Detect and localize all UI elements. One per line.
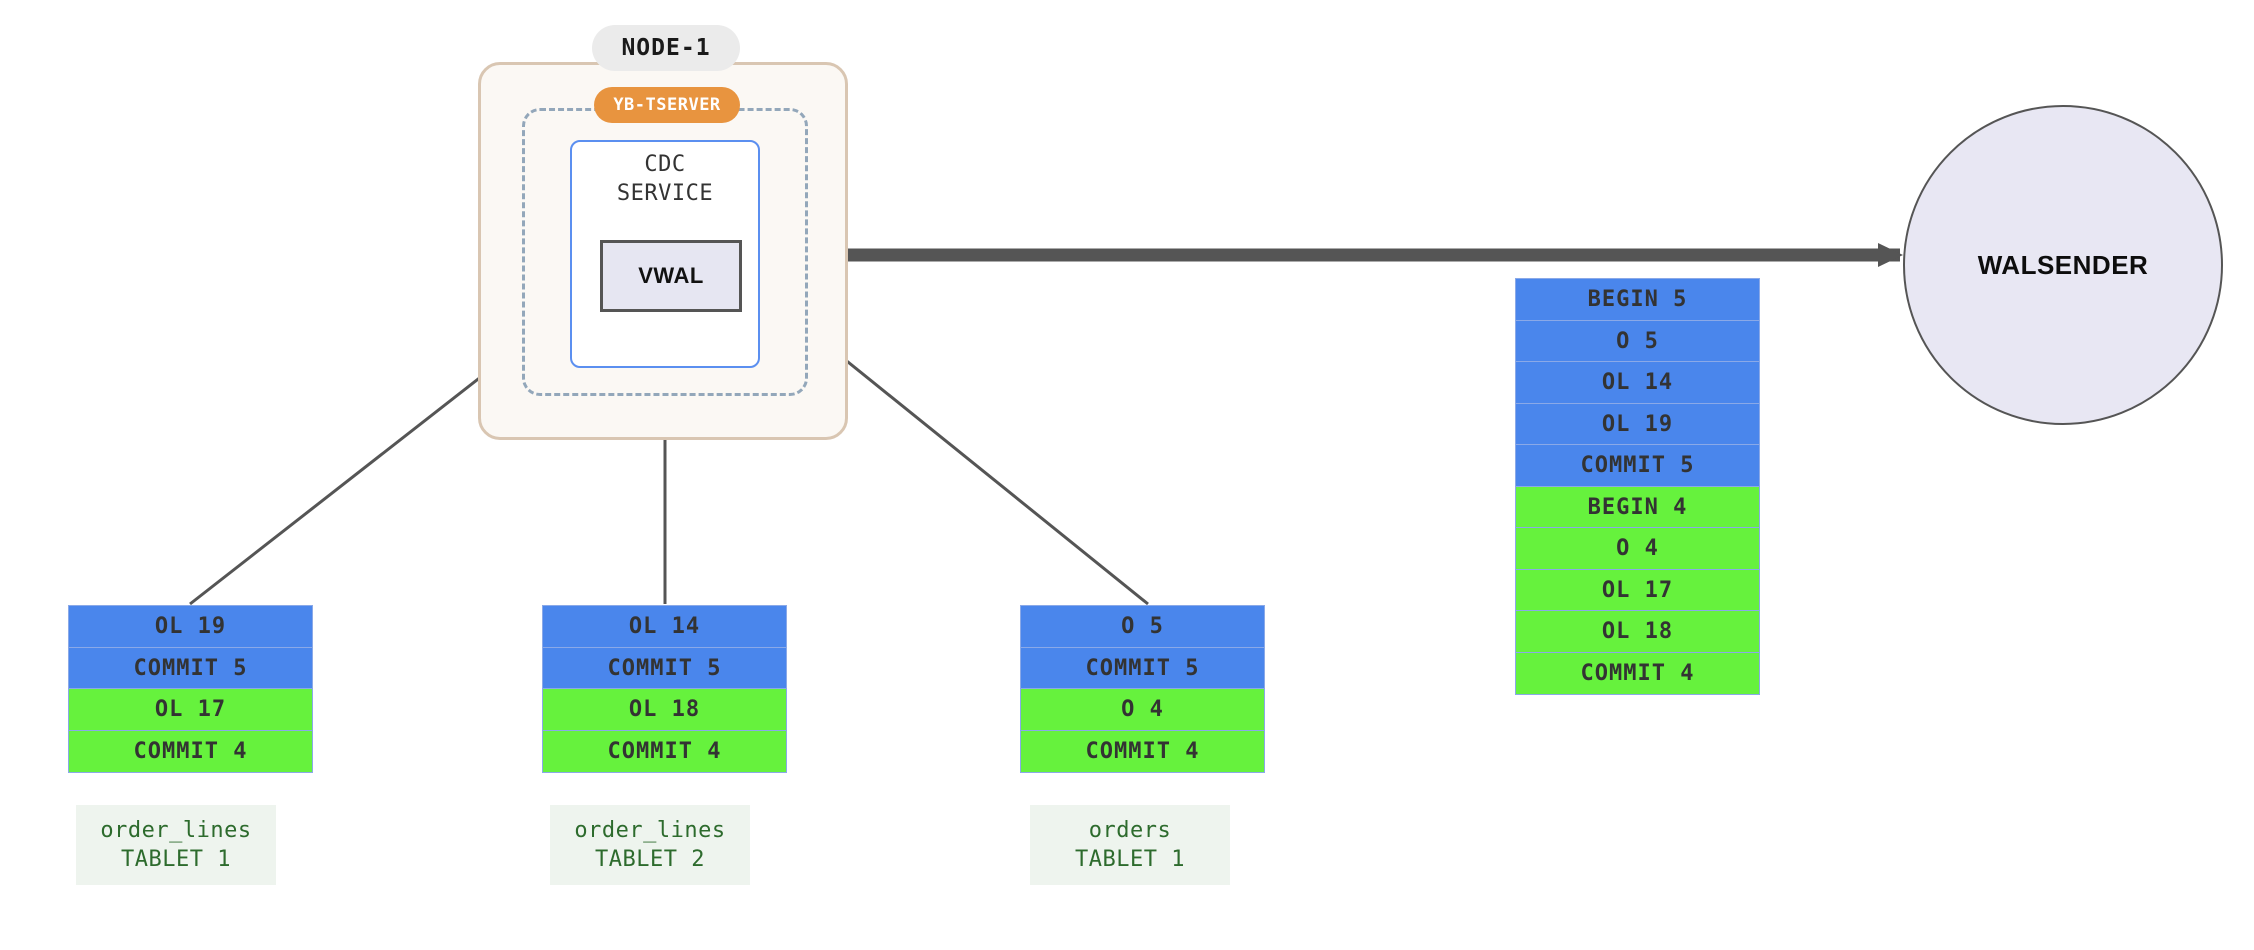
tablet-record-row: O 4 bbox=[1020, 688, 1265, 731]
record-label: COMMIT 5 bbox=[607, 655, 722, 681]
output-stream-stack: BEGIN 5 O 5 OL 14 OL 19 COMMIT 5 BEGIN 4 O 4 OL… bbox=[1515, 278, 1760, 695]
record-label: OL 19 bbox=[154, 614, 227, 639]
output-record-row: OL 19 bbox=[1515, 402, 1760, 446]
cdc-service-label: CDC SERVICE bbox=[616, 152, 714, 206]
record-label: OL 14 bbox=[628, 614, 701, 639]
tablet-index-name: TABLET 2 bbox=[595, 847, 705, 872]
tablet-record-row: OL 18 bbox=[542, 688, 787, 731]
output-record-row: O 4 bbox=[1515, 527, 1760, 570]
output-record-row: OL 14 bbox=[1515, 361, 1760, 404]
walsender-node[interactable]: WALSENDER bbox=[1903, 105, 2223, 425]
record-label: COMMIT 4 bbox=[133, 738, 248, 764]
tablet-label: orders TABLET 1 bbox=[1030, 805, 1230, 885]
record-label: O 5 bbox=[1121, 614, 1164, 639]
tablet-index-name: TABLET 1 bbox=[121, 847, 231, 872]
tablet-record-row: COMMIT 5 bbox=[1020, 646, 1265, 690]
tablet-record-row: COMMIT 4 bbox=[542, 729, 787, 773]
output-record-row: O 5 bbox=[1515, 319, 1760, 363]
tablet-label: order_lines TABLET 2 bbox=[550, 805, 750, 885]
record-label: COMMIT 5 bbox=[133, 655, 248, 681]
output-record-row: OL 18 bbox=[1515, 610, 1760, 653]
tserver-badge-label: YB-TSERVER bbox=[613, 95, 721, 115]
output-record-row: COMMIT 5 bbox=[1515, 444, 1760, 487]
output-record-row: BEGIN 4 bbox=[1515, 485, 1760, 529]
node-title-pill: NODE-1 bbox=[592, 25, 740, 71]
record-label: OL 17 bbox=[154, 697, 227, 722]
record-label: COMMIT 5 bbox=[1580, 453, 1695, 478]
vwal-box[interactable]: VWAL bbox=[600, 240, 742, 312]
tablet-table-name: order_lines bbox=[100, 818, 252, 843]
tablet-record-stack: OL 19 COMMIT 5 OL 17 COMMIT 4 bbox=[68, 605, 313, 775]
record-label: O 4 bbox=[1616, 536, 1659, 561]
tablet-record-row: OL 19 bbox=[68, 605, 313, 648]
walsender-label: WALSENDER bbox=[1977, 249, 2149, 280]
output-record-row: COMMIT 4 bbox=[1515, 651, 1760, 695]
tablet-record-row: COMMIT 4 bbox=[68, 729, 313, 773]
tablet-record-row: COMMIT 4 bbox=[1020, 729, 1265, 773]
record-label: OL 18 bbox=[628, 697, 701, 722]
record-label: BEGIN 4 bbox=[1587, 494, 1688, 520]
tserver-badge: YB-TSERVER bbox=[594, 87, 740, 123]
record-label: OL 17 bbox=[1601, 577, 1674, 603]
record-label: COMMIT 4 bbox=[1085, 738, 1200, 764]
output-record-row: BEGIN 5 bbox=[1515, 278, 1760, 321]
tablet-record-stack: O 5 COMMIT 5 O 4 COMMIT 4 bbox=[1020, 605, 1265, 775]
tablet-record-row: OL 17 bbox=[68, 688, 313, 731]
record-label: OL 19 bbox=[1601, 411, 1674, 437]
node-title-label: NODE-1 bbox=[621, 35, 711, 61]
record-label: COMMIT 5 bbox=[1085, 655, 1200, 681]
record-label: O 4 bbox=[1121, 697, 1164, 722]
record-label: COMMIT 4 bbox=[1580, 660, 1695, 686]
tablet-table-name: orders bbox=[1088, 818, 1172, 843]
tablet-record-row: COMMIT 5 bbox=[68, 646, 313, 690]
record-label: COMMIT 4 bbox=[607, 738, 722, 764]
tablet-index-name: TABLET 1 bbox=[1075, 847, 1185, 872]
tablet-table-name: order_lines bbox=[574, 818, 726, 843]
tablet-record-row: COMMIT 5 bbox=[542, 646, 787, 690]
record-label: OL 14 bbox=[1601, 370, 1674, 395]
record-label: O 5 bbox=[1616, 328, 1659, 354]
record-label: OL 18 bbox=[1601, 619, 1674, 644]
vwal-label: VWAL bbox=[638, 263, 704, 288]
tablet-record-stack: OL 14 COMMIT 5 OL 18 COMMIT 4 bbox=[542, 605, 787, 775]
tablet-label: order_lines TABLET 1 bbox=[76, 805, 276, 885]
tablet-record-row: OL 14 bbox=[542, 605, 787, 648]
output-record-row: OL 17 bbox=[1515, 568, 1760, 612]
record-label: BEGIN 5 bbox=[1587, 287, 1688, 312]
tablet-record-row: O 5 bbox=[1020, 605, 1265, 648]
